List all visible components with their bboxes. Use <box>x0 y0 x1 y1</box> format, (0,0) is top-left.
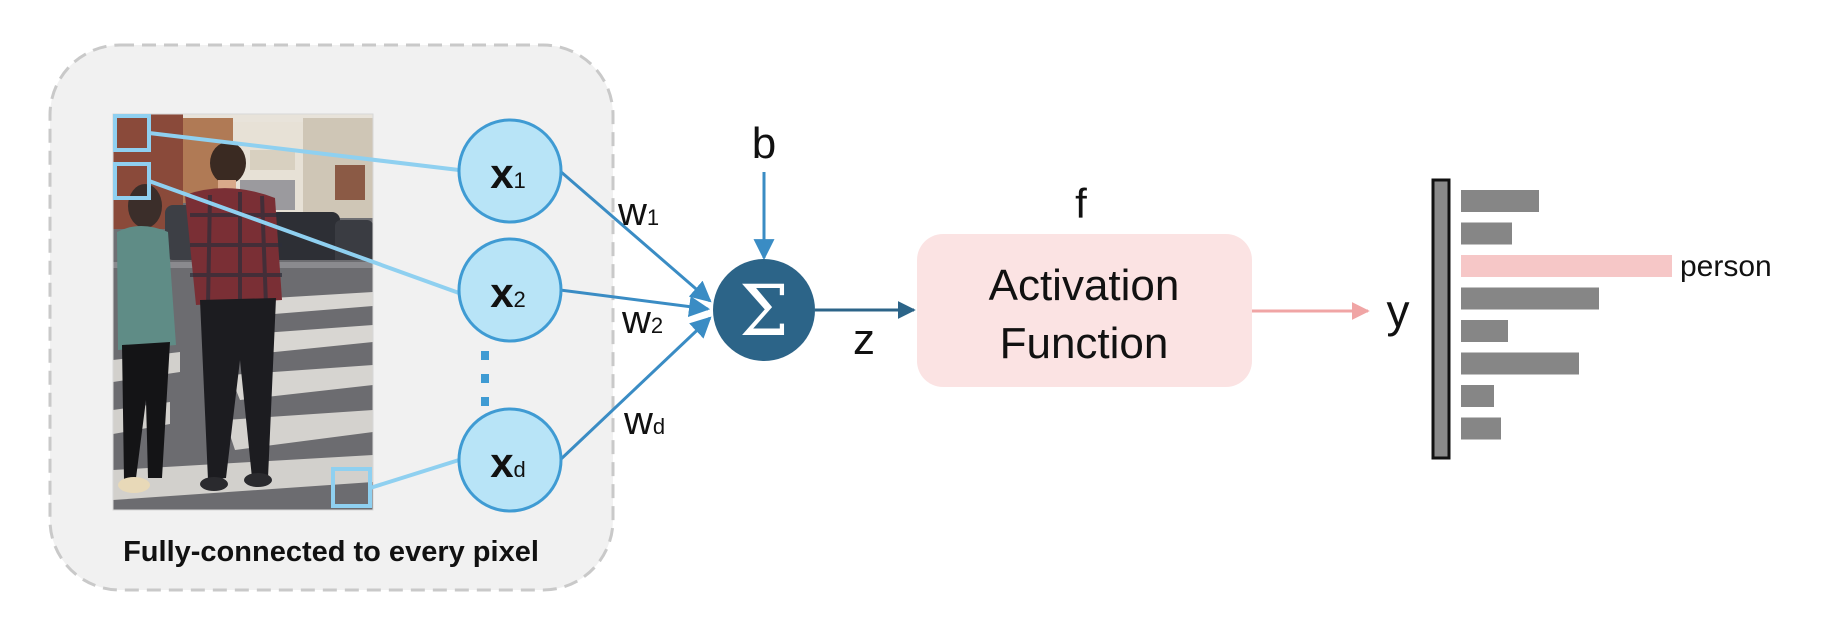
output-bar <box>1461 352 1579 375</box>
output-bar <box>1461 417 1501 440</box>
input-label-2: x <box>490 269 514 316</box>
svg-text:x1: x1 <box>490 150 526 197</box>
output-bar-highlight <box>1461 255 1672 277</box>
output-bar <box>1461 222 1512 245</box>
activation-box: Activation Function <box>917 234 1252 387</box>
output-bars: person <box>1431 178 1772 460</box>
output-axis <box>1431 178 1451 460</box>
input-node-1: x1 <box>457 118 563 224</box>
input-sub-1: 1 <box>514 168 526 193</box>
input-sub-d: d <box>514 457 526 482</box>
svg-text:x2: x2 <box>490 269 526 316</box>
activation-line2: Function <box>1000 319 1169 368</box>
sum-node: Σ <box>713 259 815 361</box>
f-label: f <box>1075 180 1087 227</box>
input-sub-2: 2 <box>514 287 526 312</box>
weight-arrow-d <box>558 316 712 462</box>
input-node-d: xd <box>457 407 563 513</box>
weight-arrow-1 <box>559 169 712 303</box>
sum-symbol: Σ <box>739 270 789 352</box>
weight-label-d: wd <box>623 399 665 443</box>
pixel-line-1 <box>148 131 460 172</box>
output-bar <box>1461 190 1539 212</box>
pixel-line-2 <box>148 179 460 295</box>
weight-label-1: w1 <box>617 190 659 234</box>
input-label-d: x <box>490 439 514 486</box>
output-bar <box>1461 287 1599 310</box>
z-label: z <box>853 315 875 364</box>
ellipsis-dots <box>481 351 489 406</box>
bias-label: b <box>752 119 776 168</box>
activation-line1: Activation <box>989 261 1180 310</box>
svg-text:xd: xd <box>490 439 526 486</box>
output-bar <box>1461 320 1508 342</box>
input-node-2: x2 <box>457 237 563 343</box>
street-photo <box>112 113 374 511</box>
weight-arrow-2 <box>559 288 711 318</box>
input-label-1: x <box>490 150 514 197</box>
panel-caption: Fully-connected to every pixel <box>123 536 539 568</box>
weight-label-2: w2 <box>621 298 663 342</box>
person-label: person <box>1680 250 1772 283</box>
y-label: y <box>1387 285 1410 337</box>
pixel-line-d <box>369 458 460 490</box>
output-bar <box>1461 385 1494 407</box>
